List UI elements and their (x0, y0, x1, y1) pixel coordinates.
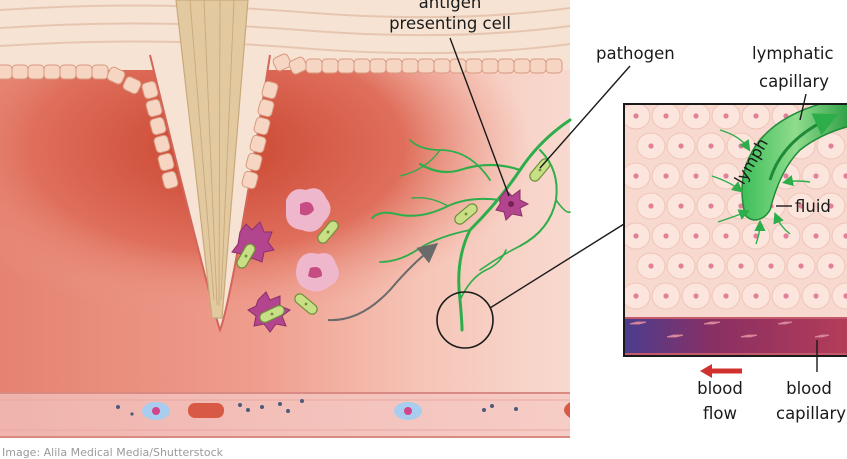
epithelial-cell (28, 65, 44, 79)
epithelial-cell (514, 59, 530, 73)
epithelial-cell (92, 65, 108, 79)
image-credit: Image: Alila Medical Media/Shutterstock (2, 446, 223, 459)
left-arrow-icon (700, 364, 742, 378)
epithelial-cell (44, 65, 60, 79)
zoom-inset (622, 103, 847, 356)
blood-capillary-label-line1: blood (778, 378, 840, 399)
lymphatic-capillary-label-line2: capillary (759, 71, 829, 92)
apc-label-line2: presenting cell (370, 13, 530, 34)
blood-vessel-bottom (0, 392, 570, 438)
blood-capillary-label-line2: capillary (776, 403, 846, 424)
epithelial-cell (498, 59, 514, 73)
blood-flow-label-line2: flow (690, 403, 750, 424)
epithelial-cell (76, 65, 92, 79)
apc-label-line1: antigen (376, 0, 524, 13)
epithelial-cell (370, 59, 386, 73)
epithelial-cell (306, 59, 322, 73)
epithelial-cell (12, 65, 28, 79)
epithelial-cell (60, 65, 76, 79)
epithelial-cell (434, 59, 450, 73)
epithelial-cell (530, 59, 546, 73)
epithelial-cell (354, 59, 370, 73)
lymphatic-capillary-label-line1: lymphatic (752, 43, 834, 64)
epithelial-cell (322, 59, 338, 73)
epithelial-cell (466, 59, 482, 73)
epithelial-cell (386, 59, 402, 73)
epithelial-cell (482, 59, 498, 73)
epithelial-cell (402, 59, 418, 73)
fluid-label: fluid (795, 196, 831, 217)
epithelial-cell (0, 65, 12, 79)
epithelial-cell (338, 59, 354, 73)
blood-flow-label-line1: blood (690, 378, 750, 399)
epithelial-cell (546, 59, 562, 73)
epithelial-cell (418, 59, 434, 73)
pathogen-label: pathogen (596, 43, 675, 64)
